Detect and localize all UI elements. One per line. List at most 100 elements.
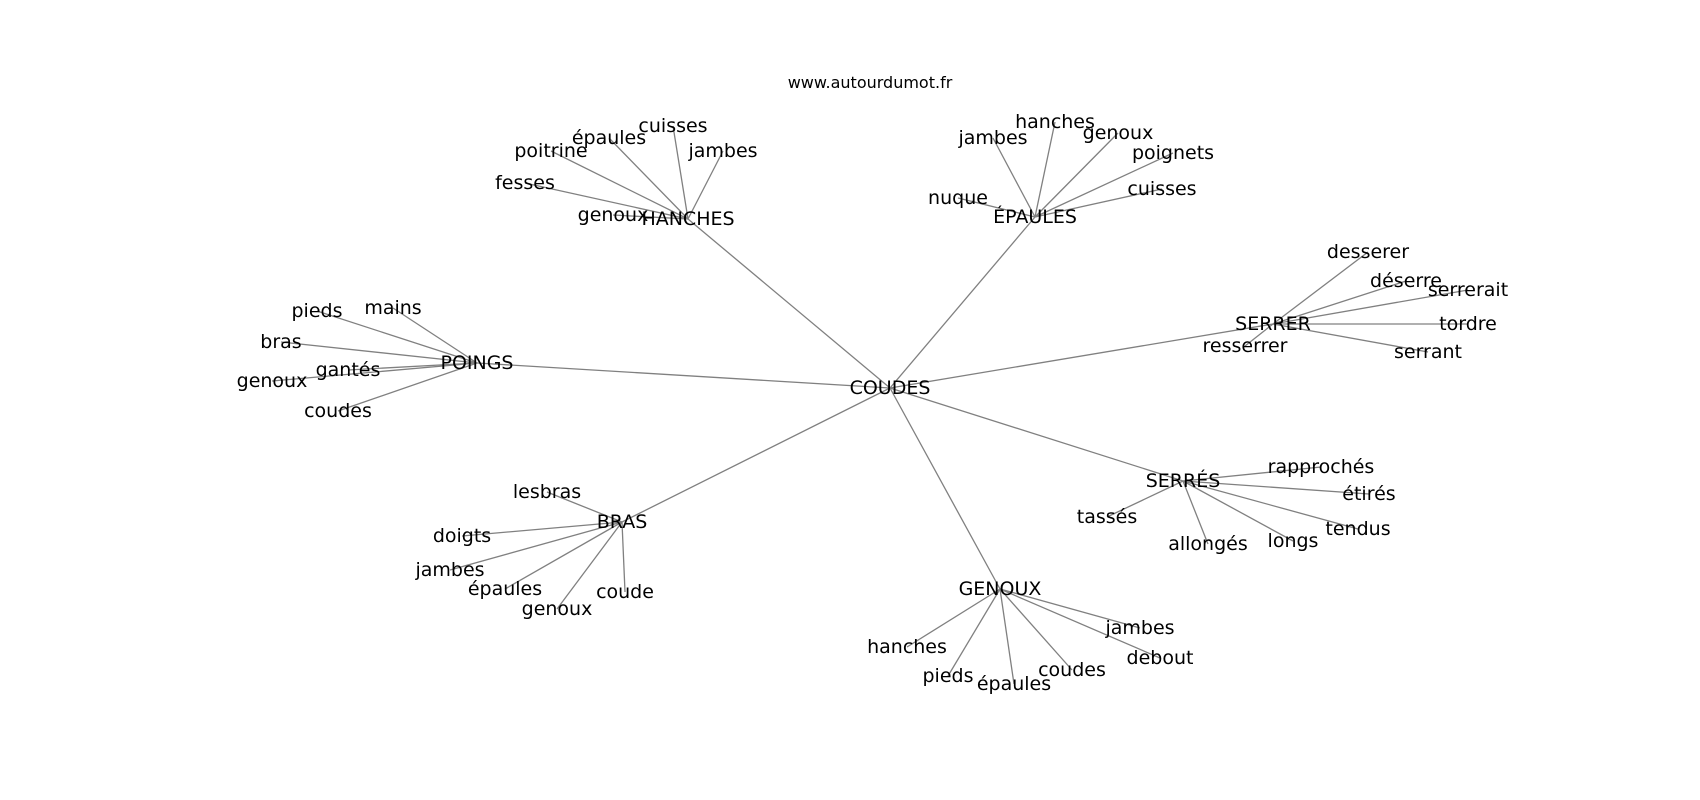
leaf-node-label[interactable]: lesbras (513, 481, 581, 503)
hub-leaf-edge (524, 182, 689, 220)
hub-leaf-edge (1272, 289, 1469, 325)
leaf-node-label[interactable]: mains (364, 297, 421, 319)
leaf-node-label[interactable]: tassés (1077, 506, 1137, 528)
site-url: www.autourdumot.fr (788, 73, 953, 92)
leaf-node-label[interactable]: jambes (414, 559, 484, 581)
hub-leaf-edge (608, 137, 689, 220)
leaf-node-label[interactable]: fesses (495, 172, 555, 194)
leaf-node-label[interactable]: hanches (1015, 111, 1095, 133)
leaf-node-label[interactable]: serrerait (1428, 279, 1508, 301)
hub-leaf-edge (1106, 480, 1184, 518)
leaf-node-label[interactable]: épaules (468, 578, 542, 600)
hub-node-label[interactable]: SERRÉS (1146, 469, 1221, 492)
hub-leaf-edge (316, 310, 478, 364)
hub-leaf-edge (461, 521, 623, 537)
center-hub-edge (889, 216, 1036, 389)
leaf-node-label[interactable]: desserer (1327, 241, 1409, 263)
hub-leaf-edge (999, 588, 1073, 671)
hub-leaf-edge (271, 362, 478, 382)
leaf-node-label[interactable]: coudes (304, 400, 372, 422)
hub-leaf-edge (556, 521, 623, 610)
hub-leaf-edge (504, 521, 623, 590)
leaf-node-label[interactable]: pieds (923, 665, 974, 687)
leaf-node-label[interactable]: tendus (1325, 518, 1390, 540)
leaf-node-label[interactable]: serrant (1394, 341, 1462, 363)
hub-leaf-edge (906, 588, 1001, 648)
leaf-node-label[interactable]: nuque (928, 187, 988, 209)
hub-leaf-edge (1182, 466, 1322, 482)
hub-leaf-edge (1034, 132, 1119, 218)
hub-leaf-edge (1272, 280, 1407, 325)
hub-leaf-edge (546, 491, 623, 523)
hub-leaf-edge (1034, 188, 1163, 218)
hub-leaf-edge (999, 588, 1141, 629)
center-node-label[interactable]: COUDES (850, 377, 931, 399)
hub-node-label[interactable]: HANCHES (641, 208, 734, 230)
leaf-node-label[interactable]: allongés (1168, 533, 1248, 555)
leaf-node-label[interactable]: genoux (578, 204, 649, 226)
leaf-node-label[interactable]: poitrine (514, 140, 587, 162)
hub-leaf-edge (449, 521, 623, 571)
leaf-node-label[interactable]: tordre (1439, 313, 1497, 335)
hub-leaf-edge (1244, 323, 1274, 347)
graph-labels: COUDESHANCHESgenouxfessespoitrineépaules… (237, 111, 1509, 695)
hub-node-label[interactable]: GENOUX (959, 578, 1042, 600)
leaf-node-label[interactable]: genoux (237, 370, 308, 392)
hub-leaf-edge (550, 150, 689, 220)
graph-edges (271, 121, 1469, 685)
hub-leaf-edge (999, 588, 1161, 659)
leaf-node-label[interactable]: épaules (572, 127, 646, 149)
leaf-node-label[interactable]: cuisses (1127, 178, 1196, 200)
hub-leaf-edge (992, 137, 1036, 218)
leaf-node-label[interactable]: longs (1268, 530, 1319, 552)
leaf-node-label[interactable]: étirés (1342, 483, 1395, 505)
hub-node-label[interactable]: POINGS (440, 352, 513, 374)
center-hub-edge (621, 387, 891, 523)
leaf-node-label[interactable]: bras (260, 331, 301, 353)
leaf-node-label[interactable]: resserrer (1203, 335, 1288, 357)
hub-leaf-edge (1272, 251, 1369, 325)
hub-leaf-edge (947, 588, 1001, 677)
hub-leaf-edge (672, 125, 689, 220)
hub-leaf-edge (280, 341, 478, 364)
hub-leaf-edge (392, 307, 478, 364)
center-hub-edge (889, 387, 1001, 590)
leaf-node-label[interactable]: épaules (977, 673, 1051, 695)
hub-leaf-edge (621, 521, 626, 593)
center-hub-edge (687, 218, 891, 389)
hub-leaf-edge (337, 362, 478, 412)
center-hub-edge (889, 387, 1184, 482)
leaf-node-label[interactable]: jambes (1104, 617, 1174, 639)
leaf-node-label[interactable]: jambes (687, 140, 757, 162)
center-hub-edge (476, 362, 891, 389)
hub-leaf-edge (1182, 480, 1209, 545)
leaf-node-label[interactable]: debout (1127, 647, 1194, 669)
leaf-node-label[interactable]: coudes (1038, 659, 1106, 681)
leaf-node-label[interactable]: hanches (867, 636, 947, 658)
leaf-node-label[interactable]: jambes (957, 127, 1027, 149)
leaf-node-label[interactable]: doigts (433, 525, 491, 547)
hub-leaf-edge (687, 150, 724, 220)
hub-leaf-edge (1034, 121, 1056, 218)
hub-leaf-edge (957, 197, 1036, 218)
hub-leaf-edge (612, 214, 689, 220)
hub-leaf-edge (347, 362, 478, 371)
hub-leaf-edge (1272, 323, 1429, 353)
hub-node-label[interactable]: ÉPAULES (993, 205, 1077, 228)
hub-leaf-edge (1182, 480, 1359, 530)
leaf-node-label[interactable]: gantés (316, 359, 381, 381)
hub-leaf-edge (1182, 480, 1370, 495)
leaf-node-label[interactable]: genoux (1083, 122, 1154, 144)
leaf-node-label[interactable]: déserre (1370, 270, 1442, 292)
leaf-node-label[interactable]: rapprochés (1268, 456, 1375, 478)
hub-node-label[interactable]: SERRER (1235, 313, 1311, 335)
center-hub-edge (889, 323, 1274, 389)
leaf-node-label[interactable]: pieds (292, 300, 343, 322)
hub-node-label[interactable]: BRAS (597, 511, 648, 533)
leaf-node-label[interactable]: poignets (1132, 142, 1214, 164)
leaf-node-label[interactable]: cuisses (638, 115, 707, 137)
leaf-node-label[interactable]: coude (596, 581, 654, 603)
leaf-node-label[interactable]: genoux (522, 598, 593, 620)
hub-leaf-edge (1034, 152, 1174, 218)
